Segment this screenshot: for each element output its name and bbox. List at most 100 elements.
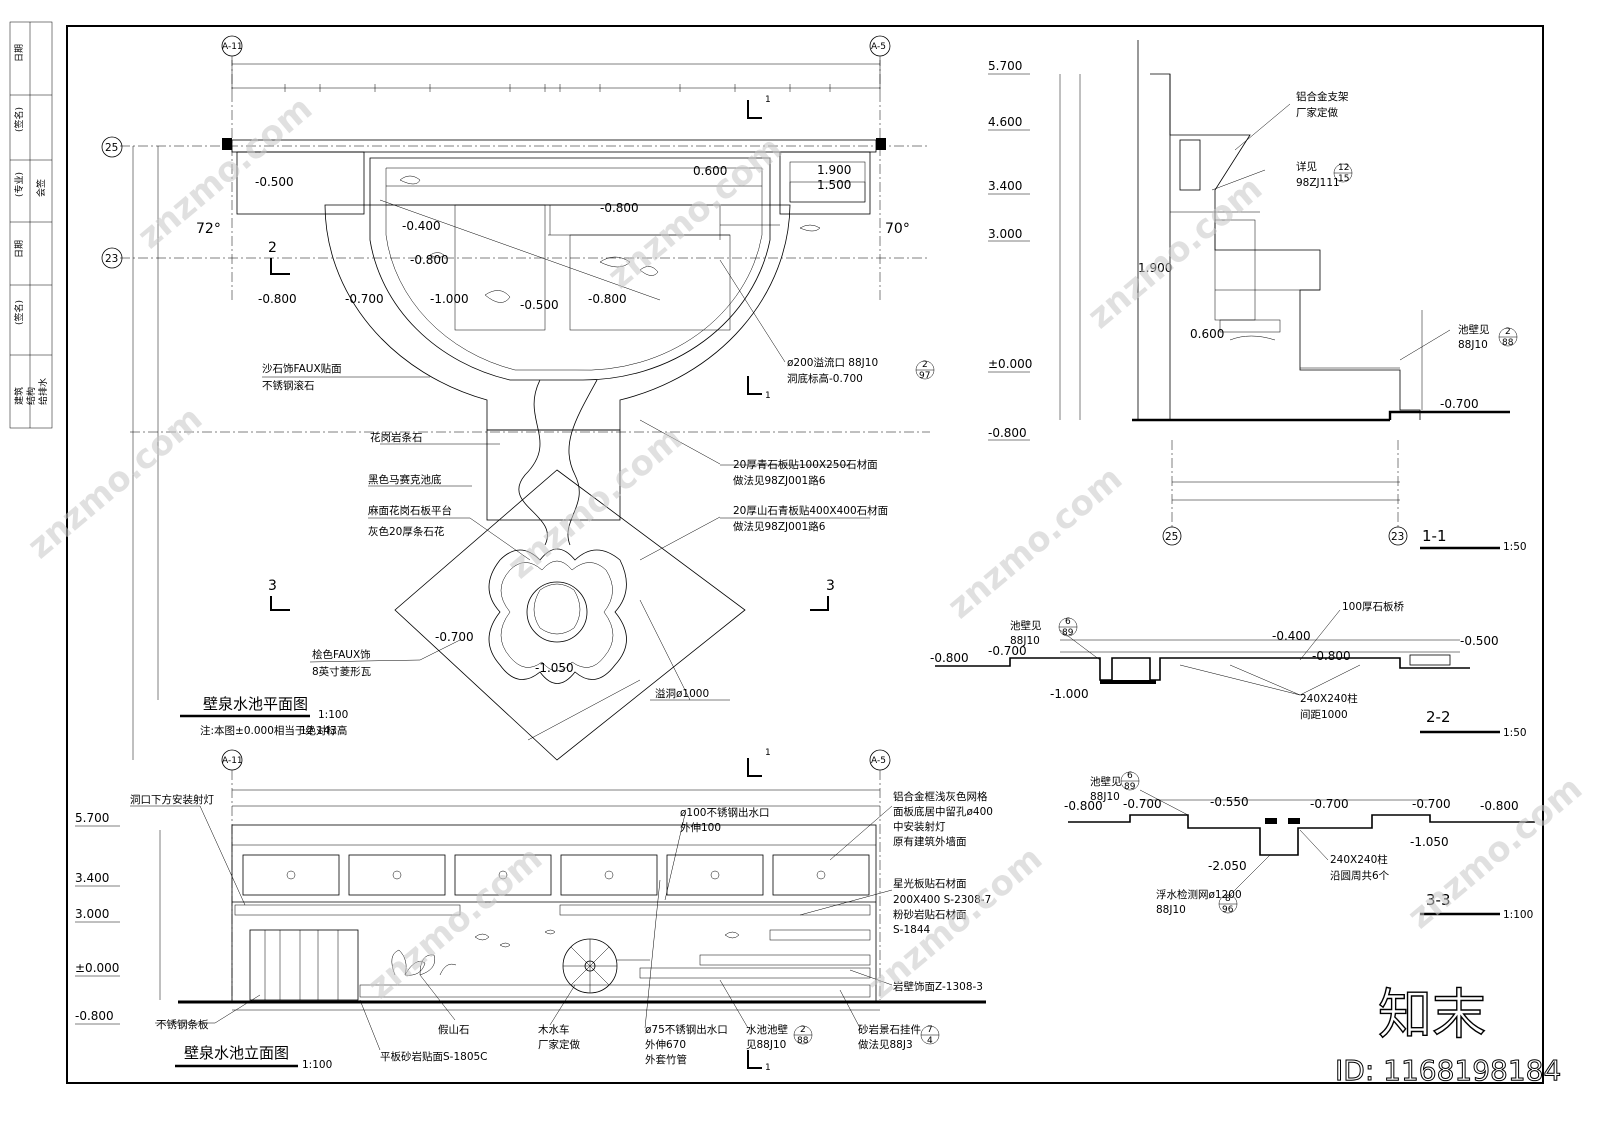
elevation-tag: -0.800 xyxy=(258,292,297,306)
section-3-3: -0.800 -0.700 -0.550 -0.700 -0.700 -0.80… xyxy=(1064,771,1535,921)
elevation-label: ø75不锈钢出水口 xyxy=(645,1023,728,1036)
level-tag: -0.400 xyxy=(1272,629,1311,643)
elevation-label: 岩壁饰面Z-1308-3 xyxy=(893,980,983,993)
title-block-cell: 会签 xyxy=(35,179,47,197)
elevation-tag: -0.500 xyxy=(255,175,294,189)
level-tag: -0.550 xyxy=(1210,795,1249,809)
elevation-tag: -0.400 xyxy=(402,219,441,233)
plan-label: 20厚青石板贴100X250石材面 xyxy=(733,458,878,471)
angle-label: 72° xyxy=(196,221,221,237)
plan-scale: 1:100 xyxy=(318,709,348,721)
ref-top: 8 xyxy=(1225,894,1231,904)
elevation-label: 外套竹管 xyxy=(645,1053,687,1066)
level-tag: -0.800 xyxy=(988,426,1027,440)
ref-bottom: 96 xyxy=(1222,905,1234,915)
section-1-1: 5.700 4.600 3.400 3.000 1.900 0.600 ±0.0… xyxy=(988,40,1527,553)
section-label: 88J10 xyxy=(1090,791,1120,803)
ref-bottom: 15 xyxy=(1338,174,1349,184)
title-block-cell: 日期 xyxy=(14,44,25,62)
elevation-label: 外伸670 xyxy=(645,1039,686,1051)
plan-label: 桧色FAUX饰 xyxy=(312,648,371,661)
plan-note: 注:本图±0.000相当于绝对标高 xyxy=(200,724,347,737)
section-scale: 1:100 xyxy=(1503,909,1533,921)
level-tag: -0.800 xyxy=(930,651,969,665)
elevation-label: 200X400 S-2308-7 xyxy=(893,894,991,906)
section-title: 3-3 xyxy=(1426,891,1451,909)
title-block: 日期 (签名) (专业) 会签 日期 (签名) 建筑 结构 给排水 xyxy=(9,21,53,429)
level-tag: 3.400 xyxy=(988,179,1022,193)
plan-view: A-11 A-5 25 23 1 1 2 3 3 xyxy=(101,35,935,761)
watermark-text: znzmo.com xyxy=(500,418,690,586)
plan-label: 洞底标高-0.700 xyxy=(787,372,863,385)
outer-frame xyxy=(66,25,1544,1084)
plan-label: 麻面花岗石板平台 xyxy=(368,504,452,517)
section-label: 池壁见 xyxy=(1010,619,1042,632)
elevation-label: 不锈钢条板 xyxy=(156,1018,209,1031)
axis-label: A-5 xyxy=(871,756,886,766)
elevation-tag: 1.500 xyxy=(817,178,851,192)
ref-top: 2 xyxy=(1505,327,1511,337)
ref-bottom: 4 xyxy=(927,1036,933,1046)
level-tag: -2.050 xyxy=(1208,859,1247,873)
level-tag: 3.000 xyxy=(988,227,1022,241)
watermark-layer: znzmo.com znzmo.com znzmo.com znzmo.com … xyxy=(20,88,1590,1087)
elevation-label: 星光板贴石材面 xyxy=(893,877,967,890)
section-mark: 1 xyxy=(765,1063,771,1073)
watermark-text: znzmo.com xyxy=(1080,168,1270,336)
elevation-label: 外伸100 xyxy=(680,822,721,834)
elevation-label: 木水车 xyxy=(538,1023,570,1036)
axis-label: 25 xyxy=(1165,531,1178,543)
level-tag: -0.700 xyxy=(1123,797,1162,811)
elevation-label: 面板底居中留孔ø400 xyxy=(893,805,993,818)
section-label: 池壁见 xyxy=(1458,323,1490,336)
brand-logo: 知末 xyxy=(1378,983,1486,1046)
elevation-label: 厂家定做 xyxy=(538,1038,580,1051)
level-tag: 5.700 xyxy=(988,59,1022,73)
section-mark: 3 xyxy=(268,578,277,594)
ref-top: 2 xyxy=(922,360,928,370)
plan-title: 壁泉水池平面图 xyxy=(203,695,308,713)
elevation-tag: -0.700 xyxy=(345,292,384,306)
level-tag: 4.600 xyxy=(988,115,1022,129)
plan-label: 沙石饰FAUX贴面 xyxy=(262,362,342,375)
axis-label: 23 xyxy=(1391,531,1404,543)
level-tag: -0.700 xyxy=(1440,397,1479,411)
elevation-tag: -1.050 xyxy=(535,661,574,675)
section-label: 浮水检测网ø1200 xyxy=(1156,888,1242,901)
elevation-label: 原有建筑外墙面 xyxy=(893,835,967,848)
ref-bottom: 88 xyxy=(1502,338,1514,348)
watermark-text: znzmo.com xyxy=(1400,768,1590,936)
plan-label: 8英寸菱形瓦 xyxy=(312,665,372,678)
axis-label: 25 xyxy=(105,142,118,154)
ref-top: 12 xyxy=(1338,163,1349,173)
ref-bottom: 88 xyxy=(797,1036,809,1046)
section-mark: 2 xyxy=(268,240,277,256)
section-label: 240X240柱 xyxy=(1300,692,1358,705)
watermark-text: znzmo.com xyxy=(130,88,320,256)
level-tag: ±0.000 xyxy=(75,961,119,975)
section-label: 池壁见 xyxy=(1090,775,1122,788)
elevation-label: 粉砂岩贴石材面 xyxy=(893,908,967,921)
title-block-cell: 结构 xyxy=(25,387,37,405)
elevation-label: 见88J10 xyxy=(746,1039,786,1051)
plan-note-value: 12.143 xyxy=(300,725,337,737)
elevation-tag: 0.600 xyxy=(693,164,727,178)
elevation-view: A-11 A-5 1 1 xyxy=(75,748,993,1073)
ref-bottom: 89 xyxy=(1062,628,1074,638)
plan-label: 溢洞ø1000 xyxy=(655,687,709,700)
watermark-text: znzmo.com xyxy=(20,398,210,566)
plan-label: 做法见98ZJ001路6 xyxy=(733,520,826,533)
elevation-label: 铝合金框浅灰色网格 xyxy=(893,790,988,803)
id-stamp: ID: 1168198184 xyxy=(1335,1054,1561,1087)
plan-label: 20厚山石青板贴400X400石材面 xyxy=(733,504,888,517)
elevation-label: 中安装射灯 xyxy=(893,820,946,833)
level-tag: -0.700 xyxy=(1412,797,1451,811)
elevation-label: 做法见88J3 xyxy=(858,1038,913,1051)
plan-label: ø200溢流口 88J10 xyxy=(787,356,878,369)
level-tag: -0.500 xyxy=(1460,634,1499,648)
level-tag: -1.050 xyxy=(1410,835,1449,849)
elevation-tag: 1.900 xyxy=(817,163,851,177)
plan-label: 做法见98ZJ001路6 xyxy=(733,474,826,487)
level-tag: -0.700 xyxy=(1310,797,1349,811)
title-block-cell: 日期 xyxy=(14,240,25,258)
